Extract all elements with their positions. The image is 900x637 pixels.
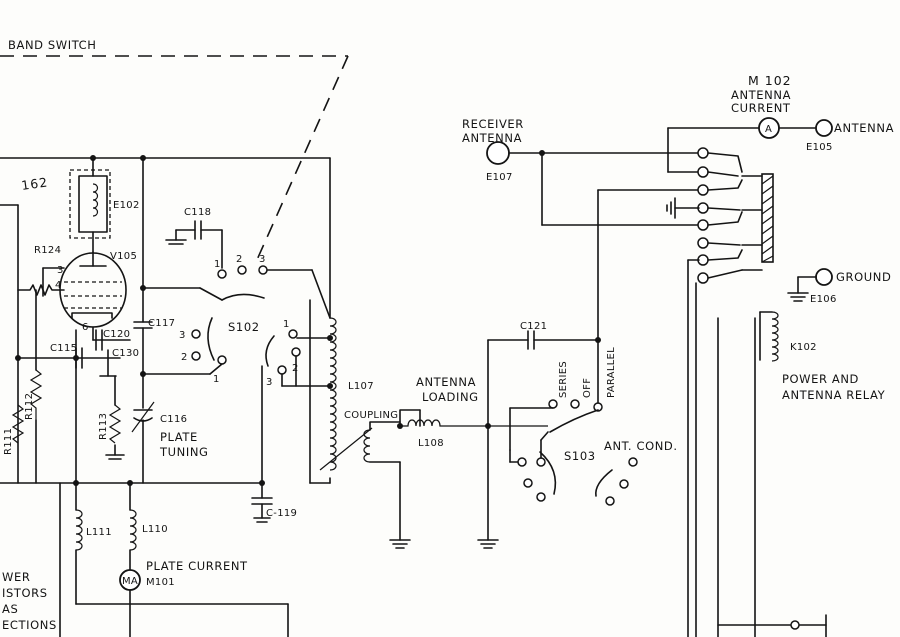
e105-label: E105 [806, 142, 833, 153]
l111-label: L111 [86, 527, 112, 538]
antenna-label: ANTENNA [834, 121, 894, 135]
l110-label: L110 [142, 524, 168, 535]
s102-pos-2b: 2 [181, 352, 188, 363]
pin-3-label: 3 [57, 265, 64, 276]
relay-label-2: ANTENNA RELAY [782, 388, 886, 402]
left-note-2: ISTORS [2, 586, 48, 600]
s102-band-switch: 1 2 3 3 2 1 S102 1 2 3 [179, 254, 331, 484]
e105-terminal [815, 119, 833, 137]
receiver-antenna-label-2: ANTENNA [462, 131, 522, 145]
e102-shield [69, 169, 111, 239]
plate-current-label: PLATE CURRENT [146, 559, 248, 573]
r111-label: R111 [3, 428, 14, 455]
antenna-current-label-1: ANTENNA [731, 88, 791, 102]
pin-6-label: 6 [82, 322, 89, 333]
antenna-relay-contacts: M 102 ANTENNA CURRENT A ANTENNA E105 [666, 73, 894, 637]
series-label: SERIES [558, 361, 569, 398]
c121-and-s103: C121 SERIES OFF PARALLEL S103 ANT. COND. [477, 189, 678, 549]
left-note-1: WER [2, 570, 30, 584]
plate-current-section: L111 L110 MA PLATE CURRENT M101 [59, 482, 289, 637]
c118-capacitor: C118 [165, 207, 223, 269]
antenna-loading-label-2: LOADING [422, 390, 479, 404]
antenna-loading-label-1: ANTENNA [416, 375, 476, 389]
left-note-3: AS [2, 602, 18, 616]
l107-tank-coil: L107 COUPLING [309, 157, 421, 549]
left-edge-notes: WER ISTORS AS ECTIONS [2, 570, 57, 632]
antenna-current-label-2: CURRENT [731, 101, 791, 115]
s103-label: S103 [564, 449, 596, 463]
s102-label: S102 [228, 320, 260, 334]
e106-label: E106 [810, 294, 837, 305]
off-label: OFF [582, 378, 593, 398]
ground-and-relay: GROUND E106 K102 POWER AND ANTENNA RELAY [717, 268, 891, 637]
s102-pos-3a: 3 [259, 254, 266, 265]
v105-label: V105 [110, 251, 137, 262]
left-section-wiring: E102 V105 3 4 6 R124 C115 C120 C130 R11 [0, 155, 331, 486]
left-note-4: ECTIONS [2, 618, 57, 632]
band-switch-linkage: BAND SWITCH [0, 38, 349, 263]
plate-tuning-section: C117 C116 PLATE TUNING [131, 157, 211, 484]
c116-label: C116 [160, 414, 187, 425]
s102-pos-1c: 1 [283, 319, 290, 330]
plate-tuning-label-2: TUNING [159, 445, 209, 459]
c115-label: C115 [50, 343, 77, 354]
pin-4-label: 4 [55, 280, 62, 291]
ant-cond-label: ANT. COND. [604, 439, 678, 453]
m101-label: M101 [146, 577, 175, 588]
parallel-label: PARALLEL [606, 347, 617, 398]
relay-armature [761, 173, 774, 263]
handwritten-note: 162 [20, 174, 49, 193]
e106-terminal [815, 268, 833, 286]
r124-label: R124 [34, 245, 61, 256]
c119-label: C-119 [266, 508, 297, 519]
c118-label: C118 [184, 207, 211, 218]
c121-label: C121 [520, 321, 547, 332]
l108-label: L108 [418, 438, 444, 449]
e107-label: E107 [486, 172, 513, 183]
relay-label-1: POWER AND [782, 372, 859, 386]
s102-pos-2a: 2 [236, 254, 243, 265]
s102-pos-3b: 3 [179, 330, 186, 341]
receiver-antenna-section: RECEIVER ANTENNA E107 [462, 117, 700, 226]
s102-pos-1a: 1 [214, 259, 221, 270]
e102-label: E102 [113, 200, 140, 211]
c130-label: C130 [112, 348, 139, 359]
r112-label: R112 [24, 393, 35, 420]
l107-label: L107 [348, 381, 374, 392]
s102-pos-2c: 2 [292, 363, 299, 374]
antenna-loading-section: ANTENNA LOADING L108 [397, 375, 548, 449]
a-label: A [765, 124, 772, 135]
band-switch-label: BAND SWITCH [8, 38, 97, 52]
c117-label: C117 [148, 318, 175, 329]
m102-label: M 102 [748, 73, 792, 88]
ma-label: MA [122, 576, 138, 587]
coupling-label: COUPLING [344, 410, 398, 421]
ground-label: GROUND [836, 270, 891, 284]
r113-label: R113 [98, 413, 109, 440]
s102-pos-3c: 3 [266, 377, 273, 388]
c120-label: C120 [103, 329, 130, 340]
receiver-antenna-label-1: RECEIVER [462, 117, 524, 131]
c119-capacitor: C-119 [251, 482, 297, 523]
e107-terminal [486, 141, 510, 165]
s102-pos-1b: 1 [213, 374, 220, 385]
plate-tuning-label-1: PLATE [160, 430, 198, 444]
k102-label: K102 [790, 342, 817, 353]
